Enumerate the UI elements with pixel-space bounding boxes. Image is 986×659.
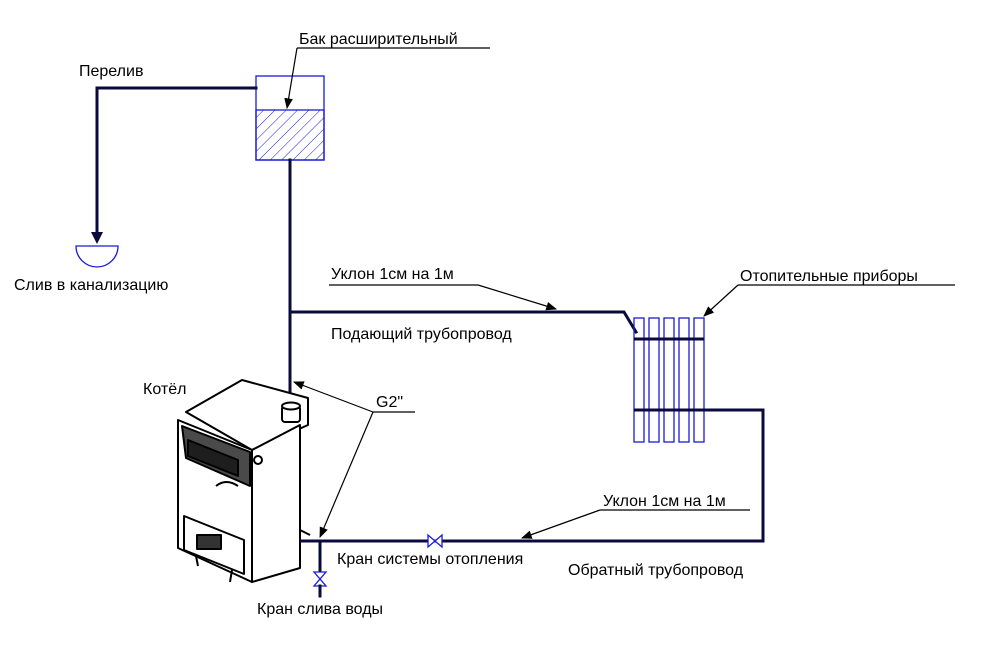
radiator (633, 317, 705, 443)
return-pipe (298, 408, 765, 543)
thread-size-label: G2" (376, 394, 403, 411)
thread-leader (292, 381, 415, 538)
slope-supply-leader (329, 284, 558, 311)
sewer-drain-funnel (75, 245, 119, 268)
heating-valve-icon (427, 533, 443, 549)
slope-return-leader (520, 509, 750, 539)
drain-valve-icon (312, 539, 328, 598)
sewer-drain-label: Слив в канализацию (14, 277, 168, 294)
boiler (177, 379, 320, 583)
expansion-tank-label: Бак расширительный (299, 31, 458, 48)
drain-valve-label: Кран слива воды (257, 601, 383, 618)
slope-return-label: Уклон 1см на 1м (603, 493, 726, 510)
tank-leader (284, 47, 490, 110)
heating-valve-label: Кран системы отопления (337, 551, 523, 568)
heaters-label: Отопительные приборы (740, 268, 918, 285)
boiler-label: Котёл (143, 381, 186, 398)
supply-pipe (288, 310, 639, 335)
overflow-pipe (91, 86, 258, 244)
return-pipe-label: Обратный трубопровод (568, 562, 744, 579)
slope-supply-label: Уклон 1см на 1м (331, 266, 454, 283)
supply-pipe-label: Подающий трубопровод (331, 326, 512, 343)
overflow-label: Перелив (79, 63, 143, 80)
heaters-leader (703, 284, 955, 317)
